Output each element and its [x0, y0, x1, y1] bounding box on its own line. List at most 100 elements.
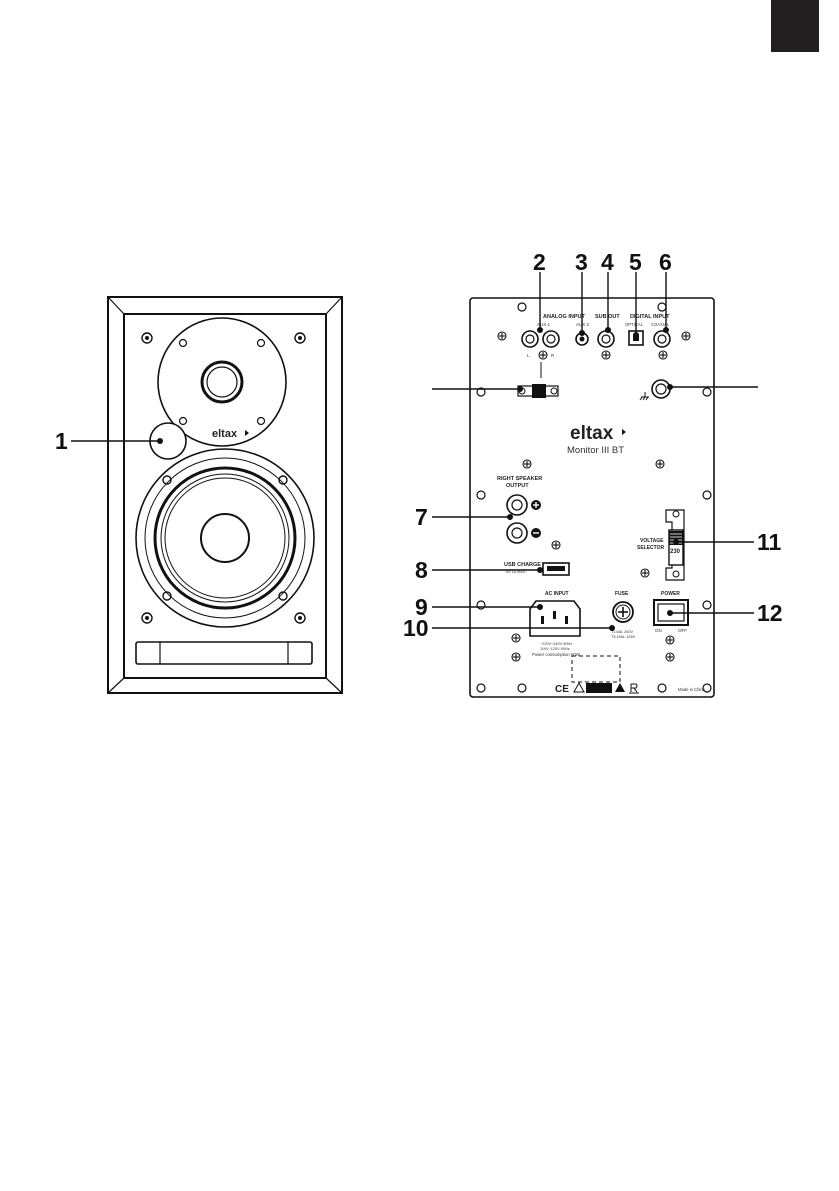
callout-9: 9	[415, 594, 428, 620]
woofer-clamp	[162, 591, 172, 601]
cross-screw	[658, 350, 668, 360]
power-consumption: Power consumption 60W	[532, 652, 581, 657]
cross-screw	[511, 652, 521, 662]
rear-brand: eltax	[570, 423, 614, 444]
panel-screw	[702, 387, 712, 397]
usb-port[interactable]	[542, 562, 570, 576]
tweeter	[157, 317, 287, 447]
minus-icon	[531, 528, 541, 538]
ground-icon	[639, 392, 649, 401]
front-logo: eltax	[212, 428, 238, 440]
front-screw	[141, 332, 153, 344]
page-tab-marker	[771, 0, 819, 52]
callout-4: 4	[601, 249, 614, 275]
coaxial-input[interactable]	[653, 330, 671, 348]
panel-screw	[702, 600, 712, 610]
aux2-label: AUX 2	[576, 322, 590, 327]
voltage-label-2: SELECTOR	[637, 545, 665, 551]
fuse-label: FUSE	[615, 591, 629, 597]
usb-spec-label: 5V 1A MAX	[506, 570, 526, 574]
panel-screw	[517, 302, 527, 312]
model-name: Monitor III BT	[567, 445, 624, 456]
logo-arrow-icon	[245, 430, 249, 436]
front-screw	[294, 332, 306, 344]
fuse-holder[interactable]	[612, 601, 634, 623]
callout-3: 3	[575, 249, 588, 275]
cross-screw	[640, 568, 650, 578]
fuse-spec-2: T3.15AL 125V	[611, 635, 636, 639]
speaker-terminal-positive[interactable]	[506, 494, 528, 516]
cross-screw	[601, 350, 611, 360]
antenna-connector[interactable]	[517, 362, 559, 398]
cross-screw	[538, 350, 548, 360]
ac-input-socket[interactable]	[529, 600, 581, 637]
callout-12: 12	[757, 600, 783, 626]
panel-screw	[517, 683, 527, 693]
warning-icon	[615, 683, 625, 692]
aux1-label: AUX 1	[537, 322, 551, 327]
callout-dots	[157, 327, 679, 631]
woofer-clamp	[278, 475, 288, 485]
voltage-selector-switch[interactable]: 230	[668, 529, 684, 566]
cross-screw	[655, 459, 665, 469]
callout-lines	[71, 272, 758, 629]
right-speaker-label-2: OUTPUT	[506, 483, 529, 489]
panel-screw	[476, 683, 486, 693]
callout-11: 11	[757, 529, 782, 555]
plus-icon	[531, 500, 541, 510]
panel-screw	[702, 490, 712, 500]
coaxial-label: COAXIAL	[651, 322, 670, 327]
cross-screw	[681, 331, 691, 341]
woofer-clamp	[162, 475, 172, 485]
front-screw	[141, 612, 153, 624]
ac-spec-1: ~220V~240V 50Hz	[540, 642, 572, 646]
digital-input-label: DIGITAL INPUT	[630, 314, 670, 320]
optical-label: OPTICAL	[625, 322, 644, 327]
cross-screw	[665, 652, 675, 662]
woofer	[135, 448, 315, 628]
left-channel-label: L	[527, 353, 530, 358]
bass-port	[135, 641, 313, 665]
usb-charge-label: USB CHARGE	[504, 562, 541, 568]
ac-spec-2: 110V~120V 60Hz	[540, 647, 570, 651]
panel-screw	[702, 683, 712, 693]
panel-screw	[476, 600, 486, 610]
aux1-right-jack[interactable]	[542, 330, 560, 348]
callout-8: 8	[415, 557, 428, 583]
recycle-mark-icon	[629, 683, 639, 694]
power-off-label: OFF	[678, 628, 687, 633]
panel-screw	[476, 490, 486, 500]
cross-screw	[551, 540, 561, 550]
caution-label	[586, 683, 612, 693]
panel-screw	[476, 387, 486, 397]
callout-6: 6	[659, 249, 672, 275]
rear-panel: ANALOG INPUT AUX 1 L R AUX 2 SUB OUT DIG…	[469, 297, 715, 698]
cross-screw	[522, 459, 532, 469]
callout-1: 1	[55, 428, 68, 454]
right-channel-label: R	[551, 353, 555, 358]
voltage-value: 230	[670, 549, 681, 555]
ac-input-label: AC INPUT	[545, 591, 569, 597]
callout-5: 5	[629, 249, 642, 275]
cross-screw	[665, 635, 675, 645]
panel-screw	[657, 683, 667, 693]
speaker-terminal-negative[interactable]	[506, 522, 528, 544]
brand-arrow-icon	[622, 429, 626, 435]
callout-7: 7	[415, 504, 428, 530]
power-label: POWER	[661, 591, 680, 597]
analog-input-label: ANALOG INPUT	[543, 314, 586, 320]
warning-icon	[573, 681, 585, 693]
ce-mark: CE	[555, 684, 569, 695]
voltage-selector-plate	[665, 509, 685, 581]
voltage-label-1: VOLTAGE	[640, 538, 664, 544]
aux1-left-jack[interactable]	[521, 330, 539, 348]
fuse-spec-1: T1.6AL 250V	[611, 630, 633, 634]
woofer-clamp	[278, 591, 288, 601]
made-in-label: Made in China	[678, 687, 706, 692]
cross-screw	[511, 633, 521, 643]
cross-screw	[497, 331, 507, 341]
power-on-label: ON	[655, 628, 662, 633]
right-speaker-label-1: RIGHT SPEAKER	[497, 476, 542, 482]
front-speaker: eltax	[107, 296, 343, 694]
